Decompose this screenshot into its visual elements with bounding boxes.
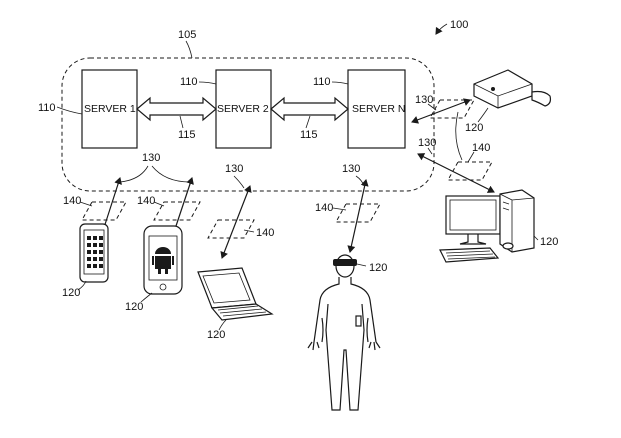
link-server2-servern: 115 <box>270 96 349 141</box>
vr-headset-icon <box>333 259 357 266</box>
android-phone-device: 120 <box>125 225 183 313</box>
conn-ref-desktop: 130 <box>418 137 436 149</box>
vr-goggles-body <box>473 69 533 109</box>
server-2-ref: 110 <box>180 76 198 88</box>
desktop-mouse <box>502 242 514 250</box>
server-network: 105 SERVER 1 110 SERVER 2 110 SERVER N 1… <box>38 29 435 192</box>
conn-ref-phones: 130 <box>142 152 160 164</box>
figure-ref-100: 100 <box>435 19 468 35</box>
server-2-box <box>215 69 272 149</box>
server-2: SERVER 2 110 <box>180 69 272 149</box>
human-wearable-user: 120 <box>307 254 387 411</box>
vr-goggles-device: 120 <box>465 69 552 134</box>
server-n: SERVER N 110 <box>313 69 406 149</box>
link-2-ref: 115 <box>300 129 318 141</box>
conn-ref-laptop: 130 <box>225 163 243 175</box>
wireless-ref-1: 140 <box>63 195 81 207</box>
server-n-box <box>347 69 406 149</box>
wireless-ref-4: 140 <box>315 202 333 214</box>
server-1: SERVER 1 110 <box>38 69 138 149</box>
phone-1-connection: 130 140 <box>63 152 191 241</box>
server-n-ref: 110 <box>313 76 331 88</box>
desktop-tower <box>499 189 535 253</box>
desktop-connection: 130 140 <box>417 111 495 193</box>
device-ref-laptop: 120 <box>207 329 225 341</box>
device-ref-goggles: 120 <box>465 122 483 134</box>
conn-ref-goggles: 130 <box>415 94 433 106</box>
desktop-computer-device: 120 <box>439 189 558 263</box>
figure-number: 100 <box>450 19 468 31</box>
wearable-connection: 130 140 <box>315 163 381 253</box>
server-1-label: SERVER 1 <box>84 103 136 115</box>
smartphone-keypad-device: 120 <box>62 223 109 299</box>
server-1-box <box>81 69 138 149</box>
wearable-band-icon <box>355 315 362 327</box>
desktop-monitor <box>445 195 501 235</box>
android-robot-icon <box>152 247 174 274</box>
device-ref-android-phone: 120 <box>125 301 143 313</box>
laptop-device: 120 <box>197 267 274 341</box>
device-ref-keypad-phone: 120 <box>62 287 80 299</box>
wireless-ref-3: 140 <box>256 227 274 239</box>
server-n-label: SERVER N <box>352 103 406 115</box>
device-ref-desktop: 120 <box>540 236 558 248</box>
vr-goggles-strap <box>531 90 552 107</box>
conn-ref-wearable: 130 <box>342 163 360 175</box>
link-1-ref: 115 <box>178 129 196 141</box>
goggles-connection: 130 <box>411 94 475 124</box>
link-server1-server2: 115 <box>136 96 217 141</box>
laptop-connection: 130 140 <box>207 163 274 259</box>
server-2-label: SERVER 2 <box>217 103 269 115</box>
device-ref-headset: 120 <box>369 262 387 274</box>
network-ref: 105 <box>178 29 196 41</box>
server-1-ref: 110 <box>38 102 56 114</box>
wireless-ref-5: 140 <box>472 142 490 154</box>
wireless-ref-2: 140 <box>137 195 155 207</box>
